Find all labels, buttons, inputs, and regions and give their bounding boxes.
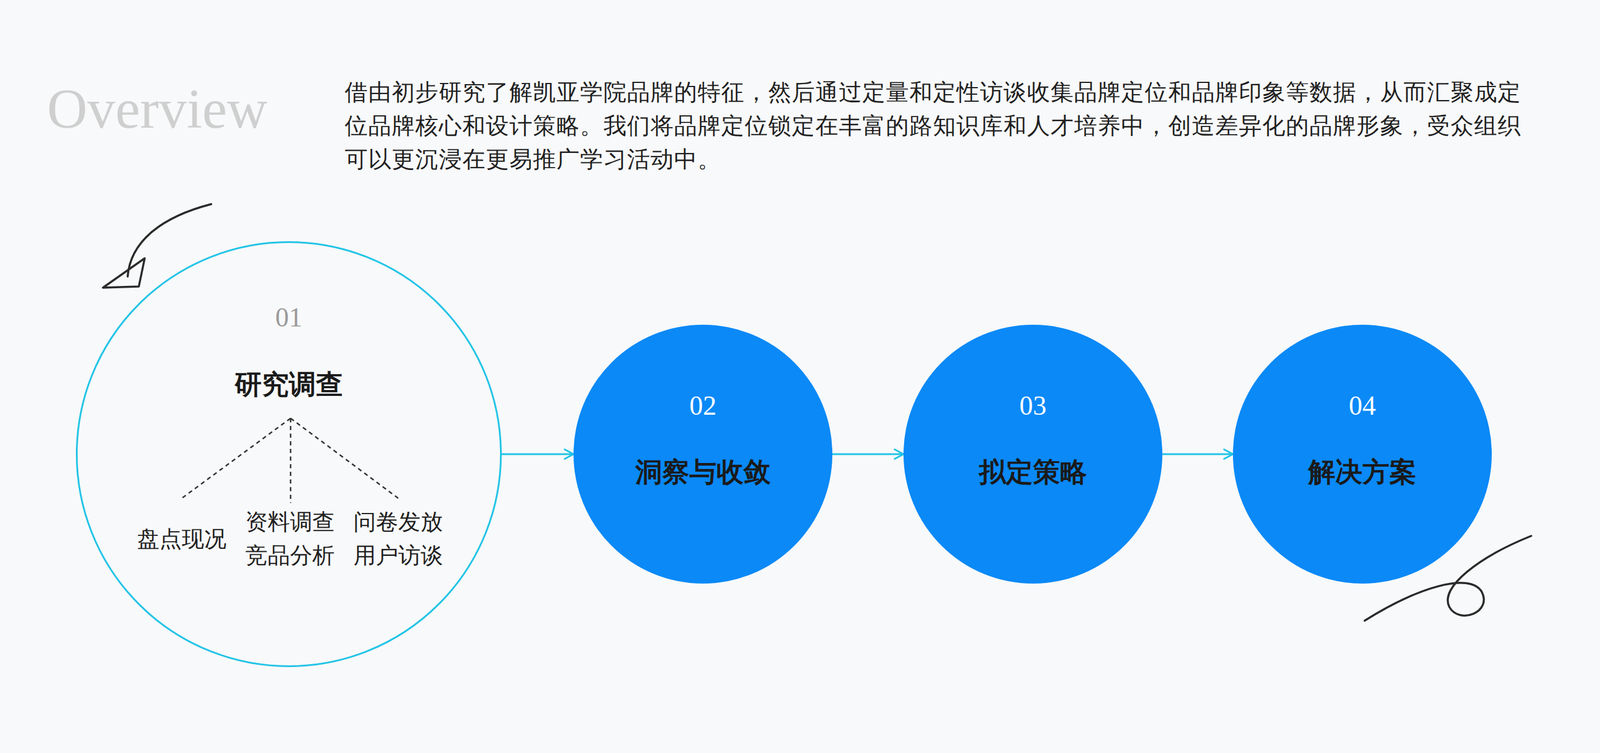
sub-item: 资料调查 竞品分析 (240, 505, 340, 573)
step-title: 洞察与收敛 (635, 455, 771, 489)
circle-shape (77, 242, 502, 667)
step-title: 研究调查 (234, 368, 343, 401)
dashed-branch (181, 418, 291, 499)
step-number: 02 (689, 392, 717, 420)
sub-item: 盘点现况 (131, 522, 232, 556)
circle-shape (573, 324, 833, 584)
circle-outline (1232, 324, 1492, 584)
step-title: 解决方案 (1308, 455, 1417, 489)
circle-outline (573, 324, 833, 584)
step-number: 04 (1348, 392, 1376, 420)
step-number: 01 (275, 304, 303, 332)
flow-arrow (1162, 453, 1233, 456)
circle-shape (1232, 324, 1492, 584)
dashed-branch (290, 418, 292, 503)
dashed-branch (290, 418, 399, 499)
step-circle: 03 拟定策略 (903, 324, 1163, 584)
page-title: Overview (47, 81, 268, 138)
flow-arrow (501, 453, 574, 456)
step-title: 拟定策略 (978, 455, 1088, 489)
circle-shape (903, 324, 1163, 584)
hand-drawn-arrow (127, 204, 212, 277)
hand-drawn-arrowhead (102, 258, 145, 288)
step-circle: 02 洞察与收敛 (573, 324, 833, 584)
sub-item: 问卷发放 用户访谈 (348, 505, 449, 573)
flow-arrow (832, 453, 904, 456)
circle-outline (903, 324, 1163, 584)
overview-paragraph: 借由初步研究了解凯亚学院品牌的特征，然后通过定量和定性访谈收集品牌定位和品牌印象… (344, 75, 1539, 176)
step-circle: 04 解决方案 (1232, 324, 1492, 584)
step-number: 03 (1019, 392, 1047, 420)
step-circle: 01 研究调查盘点现况资料调查 竞品分析问卷发放 用户访谈 (75, 241, 502, 668)
